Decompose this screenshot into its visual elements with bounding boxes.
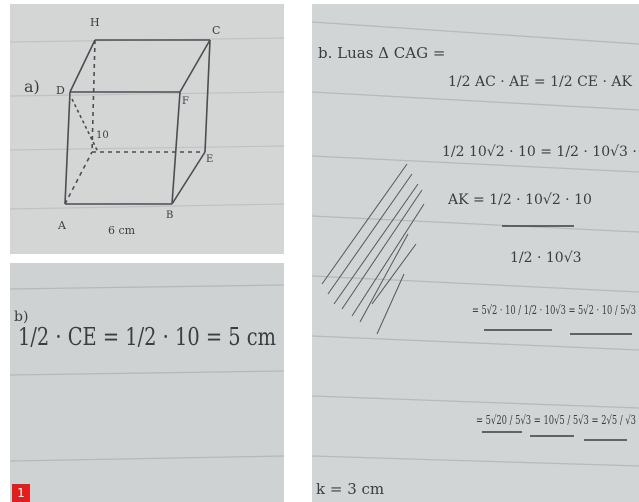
line-7-text: k = 3 cm	[316, 480, 384, 498]
edge-length-label: 10	[96, 130, 109, 141]
line-5-text: = 5√2 · 10 / 1/2 · 10√3 = 5√2 · 10 / 5√3	[472, 303, 636, 317]
vertex-e-label: E	[206, 154, 213, 165]
image-index-badge: 1	[12, 484, 30, 502]
line-3-text: AK = 1/2 · 10√2 · 10	[447, 192, 592, 208]
cube-sketch-photo: a) H C D 10 F E A B 6 cm	[10, 4, 284, 254]
part-b-drawing: 1/2 · CE = 1/2 · 10 = 5 cm b)	[10, 263, 284, 502]
triangle-area-photo: b. Luas Δ CAG = 1/2 AC · AE = 1/2 CE · A…	[312, 4, 639, 502]
vertex-h-label: H	[90, 16, 100, 29]
line-1-text: b. Luas Δ CAG =	[318, 44, 445, 62]
line-1-rhs-text: 1/2 AC · AE = 1/2 CE · AK	[448, 74, 632, 90]
vertex-a-label: A	[57, 219, 67, 232]
line-6-text: = 5√20 / 5√3 = 10√5 / 5√3 = 2√5 / √3	[476, 413, 636, 427]
part-b-label: b)	[14, 309, 28, 325]
line-2-text: 1/2 10√2 · 10 = 1/2 · 10√3 · AK	[442, 144, 639, 160]
line-4-text: 1/2 · 10√3	[510, 250, 582, 266]
part-a-label: a)	[24, 77, 40, 96]
dimension-label: 6 cm	[108, 224, 136, 237]
vertex-b-label: B	[166, 210, 173, 221]
triangle-area-drawing: b. Luas Δ CAG = 1/2 AC · AE = 1/2 CE · A…	[312, 4, 639, 502]
vertex-f-label: F	[182, 96, 189, 107]
cube-sketch-drawing: a) H C D 10 F E A B 6 cm	[10, 4, 284, 254]
vertex-d-label: D	[56, 84, 65, 97]
equation-text: 1/2 · CE = 1/2 · 10 = 5 cm	[18, 323, 276, 351]
part-b-photo: 1/2 · CE = 1/2 · 10 = 5 cm b)	[10, 263, 284, 502]
vertex-c-label: C	[212, 24, 220, 37]
